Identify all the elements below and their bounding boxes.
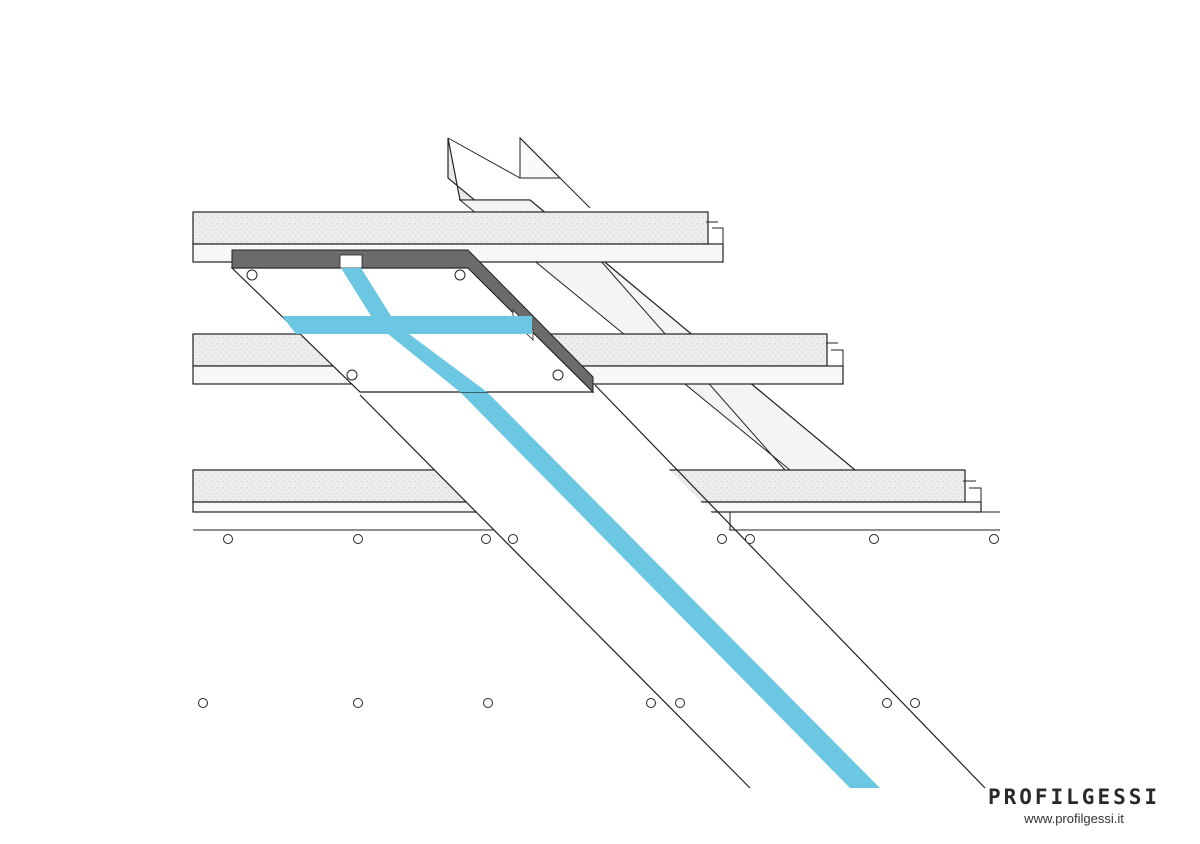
screw-hole xyxy=(989,534,999,544)
screw-hole xyxy=(882,698,892,708)
screw-hole xyxy=(353,534,363,544)
screw-hole xyxy=(198,698,208,708)
screw-hole xyxy=(675,698,685,708)
brand-block: PROFILGESSI www.profilgessi.it xyxy=(960,784,1188,828)
screw-hole xyxy=(481,534,491,544)
screw-hole xyxy=(745,534,755,544)
accent-strip xyxy=(460,392,880,788)
screw-hole xyxy=(646,698,656,708)
screw-hole xyxy=(869,534,879,544)
brand-name: PROFILGESSI xyxy=(987,785,1161,809)
screw-hole xyxy=(223,534,233,544)
screw-hole xyxy=(353,698,363,708)
screw-hole xyxy=(508,534,518,544)
screw-hole xyxy=(910,698,920,708)
brand-url: www.profilgessi.it xyxy=(1024,811,1124,826)
access-frame-panel xyxy=(230,249,595,394)
screw-hole xyxy=(717,534,727,544)
screw-hole xyxy=(483,698,493,708)
screw-holes xyxy=(198,534,999,708)
